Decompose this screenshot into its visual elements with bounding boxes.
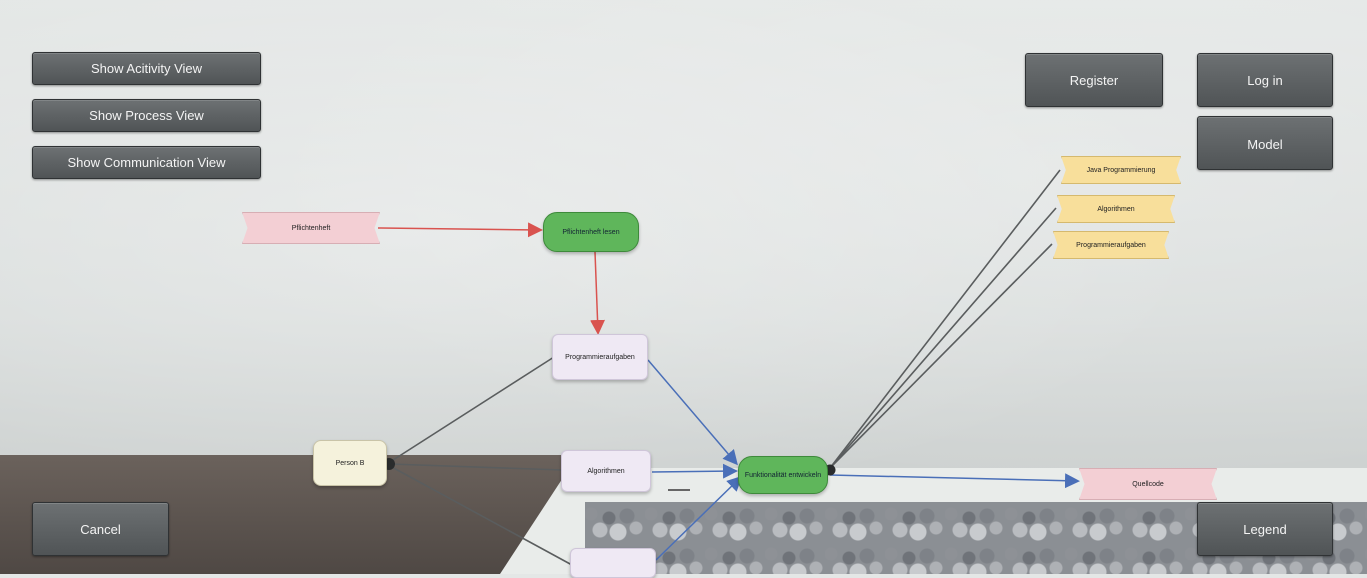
- edge-pflicht-to-lesen: [377, 222, 543, 238]
- node-bottom-partial[interactable]: [570, 548, 656, 578]
- show-process-view-button[interactable]: Show Process View: [32, 99, 261, 132]
- edge-lesen-to-aufgaben: [590, 251, 606, 335]
- edge-process-algorithmen-top: [829, 207, 1057, 469]
- edge-person-algorithmen: [389, 463, 563, 471]
- node-programmieraufgaben-mid[interactable]: Programmieraufgaben: [552, 334, 648, 380]
- edge-person-aufgaben: [389, 356, 555, 463]
- edge-aufgaben-to-process: [647, 359, 738, 466]
- log-in-button[interactable]: Log in: [1197, 53, 1333, 107]
- legend-button[interactable]: Legend: [1197, 502, 1333, 556]
- node-java-programmierung[interactable]: Java Programmierung: [1061, 156, 1181, 184]
- edge-bottom-to-process: [655, 475, 743, 561]
- edge-process-to-quellcode: [829, 473, 1080, 489]
- cancel-button[interactable]: Cancel: [32, 502, 169, 556]
- register-button[interactable]: Register: [1025, 53, 1163, 107]
- node-person[interactable]: Person B: [313, 440, 387, 486]
- edge-process-java: [829, 169, 1061, 469]
- node-pflichtenheft-lesen[interactable]: Pflichtenheft lesen: [543, 212, 639, 252]
- node-algorithmen-mid[interactable]: Algorithmen: [561, 450, 651, 492]
- node-quellcode[interactable]: Quellcode: [1079, 468, 1217, 500]
- show-activity-view-button[interactable]: Show Acitivity View: [32, 52, 261, 85]
- edge-algorithmen-to-process: [651, 463, 738, 479]
- edge-process-aufgaben-top: [829, 243, 1053, 469]
- edge-person-bottom: [389, 465, 573, 566]
- node-process[interactable]: Funktionalität entwickeln: [738, 456, 828, 494]
- node-pflichtenheft[interactable]: Pflichtenheft: [242, 212, 380, 244]
- model-button[interactable]: Model: [1197, 116, 1333, 170]
- show-communication-view-button[interactable]: Show Communication View: [32, 146, 261, 179]
- node-programmieraufgaben-top[interactable]: Programmieraufgaben: [1053, 231, 1169, 259]
- node-algorithmen-top[interactable]: Algorithmen: [1057, 195, 1175, 223]
